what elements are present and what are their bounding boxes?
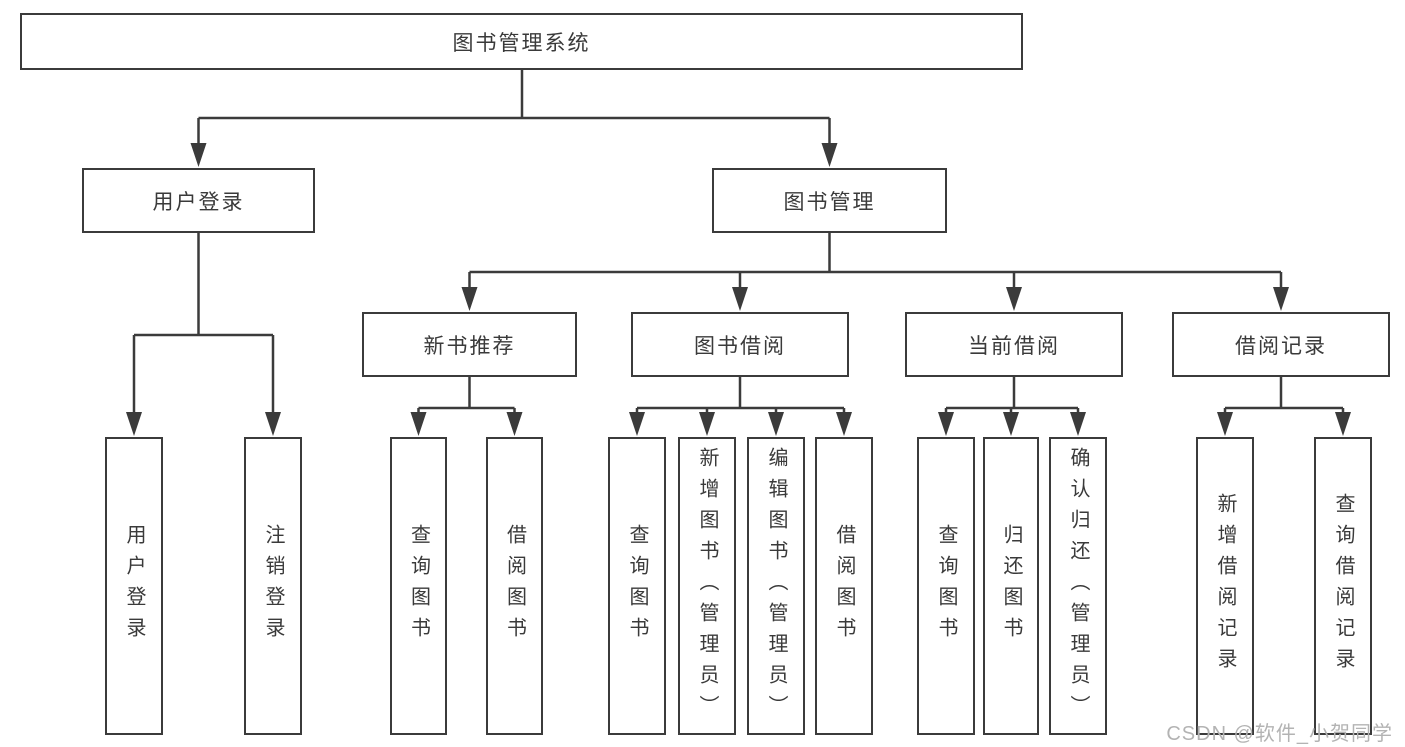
node-label: 查询图书 bbox=[626, 524, 648, 648]
node-label: 借阅图书 bbox=[503, 524, 526, 648]
node-book-management: 图书管理 bbox=[712, 168, 947, 233]
node-confirm-return-admin: 确认归还（管理员） bbox=[1049, 437, 1107, 735]
node-label: 确认归还（管理员） bbox=[1067, 446, 1089, 726]
node-label: 查询图书 bbox=[935, 524, 957, 648]
watermark: CSDN @软件_小贺同学 bbox=[1166, 723, 1393, 745]
node-label: 编辑图书（管理员） bbox=[765, 446, 787, 726]
node-return-books: 归还图书 bbox=[983, 437, 1039, 735]
node-label: 新增图书（管理员） bbox=[696, 446, 718, 726]
node-label: 查询借阅记录 bbox=[1332, 493, 1354, 679]
node-query-books-current: 查询图书 bbox=[917, 437, 975, 735]
node-label: 借阅记录 bbox=[1235, 334, 1327, 358]
node-current-borrowing: 当前借阅 bbox=[905, 312, 1123, 377]
node-label: 借阅图书 bbox=[833, 524, 855, 648]
node-query-books-borrow: 查询图书 bbox=[608, 437, 666, 735]
node-logout: 注销登录 bbox=[244, 437, 302, 735]
node-book-borrowing: 图书借阅 bbox=[631, 312, 849, 377]
node-user-login: 用户登录 bbox=[82, 168, 315, 233]
node-add-books-admin: 新增图书（管理员） bbox=[678, 437, 736, 735]
node-query-books-recommend: 查询图书 bbox=[390, 437, 447, 735]
node-new-book-recommendation: 新书推荐 bbox=[362, 312, 577, 377]
node-borrow-books-recommend: 借阅图书 bbox=[486, 437, 543, 735]
node-library-management-system: 图书管理系统 bbox=[20, 13, 1023, 70]
node-label: 新增借阅记录 bbox=[1214, 493, 1236, 679]
node-label: 用户登录 bbox=[152, 190, 245, 214]
node-label: 新书推荐 bbox=[423, 334, 516, 358]
node-label: 查询图书 bbox=[407, 524, 430, 648]
node-label: 当前借阅 bbox=[968, 334, 1060, 358]
node-label: 图书管理系统 bbox=[452, 31, 591, 55]
node-borrow-books: 借阅图书 bbox=[815, 437, 873, 735]
node-label: 注销登录 bbox=[262, 524, 284, 648]
node-edit-books-admin: 编辑图书（管理员） bbox=[747, 437, 805, 735]
node-borrowing-records: 借阅记录 bbox=[1172, 312, 1390, 377]
node-label: 用户登录 bbox=[123, 524, 145, 648]
node-label: 图书借阅 bbox=[694, 334, 786, 358]
node-label: 归还图书 bbox=[1000, 524, 1022, 648]
node-user-login-leaf: 用户登录 bbox=[105, 437, 163, 735]
node-label: 图书管理 bbox=[783, 190, 876, 214]
node-add-borrow-record: 新增借阅记录 bbox=[1196, 437, 1254, 735]
node-query-borrow-record: 查询借阅记录 bbox=[1314, 437, 1372, 735]
